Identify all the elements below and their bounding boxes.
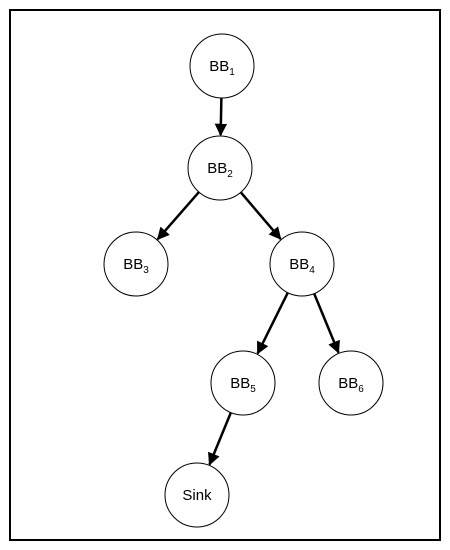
node-bb5-circle: [210, 350, 276, 416]
node-bb3-circle: [103, 231, 169, 297]
node-sink-circle: [164, 462, 230, 528]
node-sink-label: Sink: [182, 487, 212, 504]
edge-bb2-bb4: [239, 191, 282, 240]
node-bb1: BB1: [189, 33, 255, 99]
edge-bb4-bb5: [256, 292, 289, 355]
node-bb1-circle: [189, 33, 255, 99]
node-bb5: BB5: [210, 350, 276, 416]
node-bb4: BB4: [269, 231, 335, 297]
edge-bb2-bb3: [156, 191, 200, 241]
node-bb1-label: BB1: [209, 58, 235, 78]
node-bb4-circle: [269, 231, 335, 297]
node-bb3: BB3: [103, 231, 169, 297]
node-bb5-label: BB5: [230, 375, 256, 395]
node-bb2-circle: [187, 135, 253, 201]
node-bb4-label: BB4: [289, 256, 315, 276]
edge-bb4-bb6: [313, 293, 340, 354]
edge-bb5-sink: [208, 412, 232, 466]
node-bb6-circle: [318, 350, 384, 416]
node-bb2: BB2: [187, 135, 253, 201]
edges-layer: [156, 97, 340, 466]
node-sink: Sink: [164, 462, 230, 528]
edge-bb1-bb2: [214, 97, 228, 137]
nodes-layer: BB1 BB2 BB3 BB4 BB5 BB6 Sink: [103, 33, 384, 528]
node-bb3-label: BB3: [123, 256, 149, 276]
node-bb2-label: BB2: [207, 160, 233, 180]
node-bb6: BB6: [318, 350, 384, 416]
node-bb6-label: BB6: [338, 375, 364, 395]
